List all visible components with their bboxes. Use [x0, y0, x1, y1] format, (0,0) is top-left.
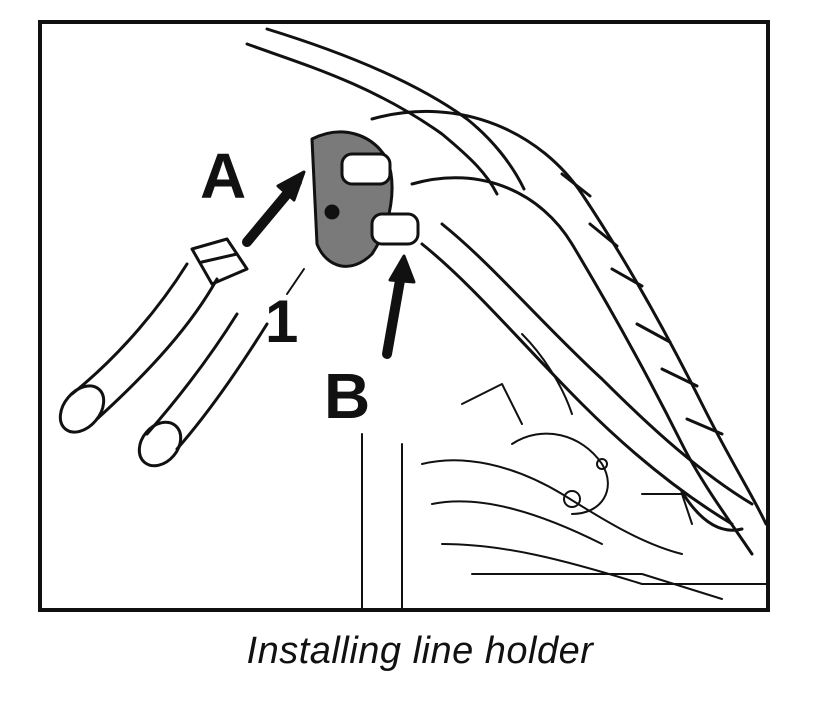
left-tubes: [58, 237, 269, 468]
upper-hose: [245, 27, 526, 196]
callout-b: B: [324, 360, 371, 432]
line-holder: [310, 130, 420, 268]
leader-line-1: [286, 268, 305, 295]
main-hose: [370, 109, 766, 556]
arrow-b-head: [388, 254, 416, 284]
diagram-frame: A 1 B: [38, 20, 770, 612]
arrow-b: [382, 264, 407, 359]
engine-hose-illustration: [58, 27, 766, 608]
callout-1: 1: [265, 288, 299, 355]
engine-block: [361, 333, 766, 608]
lower-diagonal-hose: [420, 222, 754, 532]
callout-a: A: [200, 140, 247, 212]
figure-caption: Installing line holder: [246, 630, 594, 672]
arrow-a-head: [276, 170, 306, 202]
